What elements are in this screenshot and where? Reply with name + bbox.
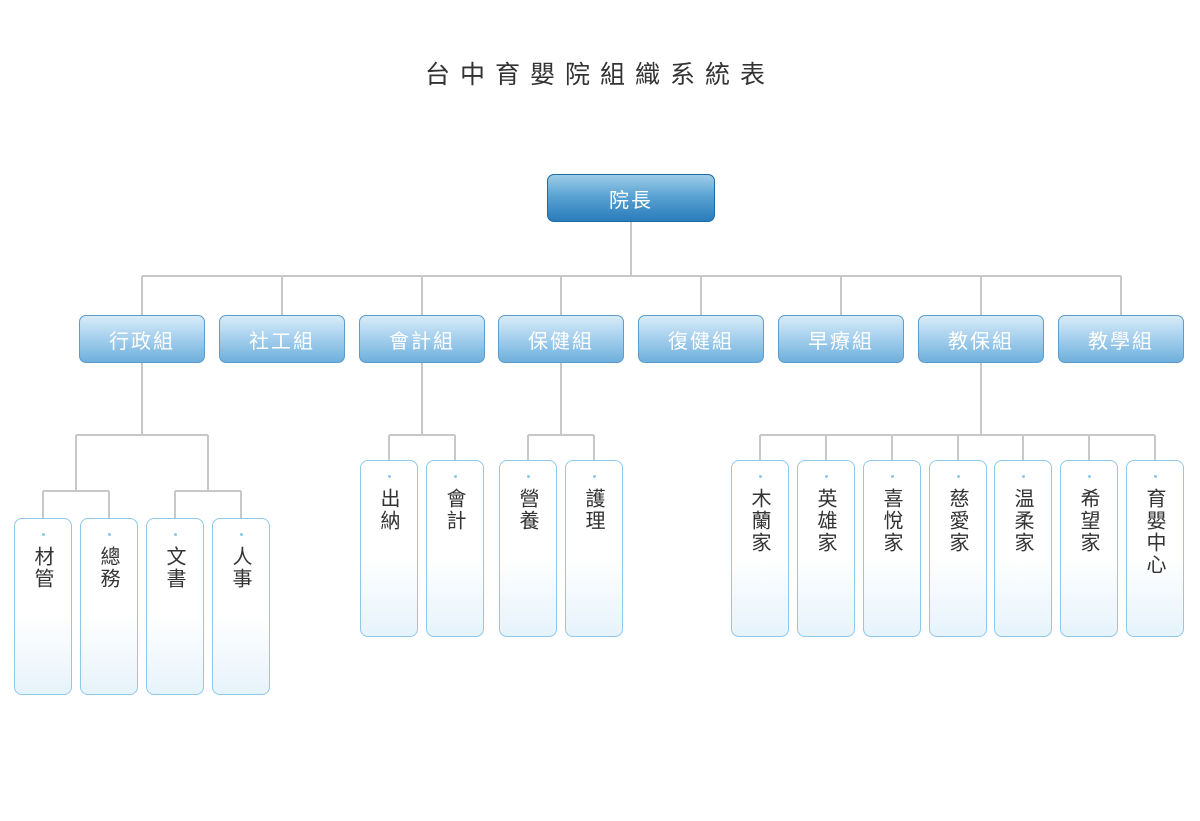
- dept-node-social-work: 社工組: [219, 315, 345, 363]
- dept-node-label: 教保組: [948, 328, 1014, 353]
- unit-label: 文書: [163, 546, 187, 590]
- unit-node: 營養: [499, 460, 557, 637]
- unit-node: 材管: [14, 518, 72, 695]
- dept-node-teaching: 教學組: [1058, 315, 1184, 363]
- unit-label: 人事: [229, 546, 253, 590]
- unit-label: 温柔家: [1011, 488, 1035, 554]
- unit-label: 希望家: [1077, 488, 1101, 554]
- unit-node: 出納: [360, 460, 418, 637]
- unit-label: 木蘭家: [748, 488, 772, 554]
- unit-dot: [758, 475, 762, 478]
- unit-dot: [890, 475, 894, 478]
- dept-node-admin: 行政組: [79, 315, 205, 363]
- unit-dot: [239, 533, 243, 536]
- unit-dot: [824, 475, 828, 478]
- dept-node-label: 行政組: [109, 328, 175, 353]
- chart-title: 台中育嬰院組織系統表: [424, 60, 775, 89]
- unit-label: 會計: [443, 488, 467, 532]
- dept-node-early-intervention: 早療組: [778, 315, 904, 363]
- dept-node-label: 社工組: [249, 328, 315, 353]
- dept-node-label: 早療組: [808, 328, 874, 353]
- unit-dot: [453, 475, 457, 478]
- unit-label: 營養: [516, 488, 540, 532]
- unit-label: 出納: [377, 488, 401, 532]
- unit-dot: [41, 533, 45, 536]
- unit-label: 育嬰中心: [1143, 488, 1167, 576]
- unit-node: 希望家: [1060, 460, 1118, 637]
- unit-label: 慈愛家: [946, 488, 970, 554]
- unit-label: 喜悅家: [880, 488, 904, 554]
- unit-dot: [956, 475, 960, 478]
- dept-node-label: 教學組: [1088, 328, 1154, 353]
- dept-node-childcare: 教保組: [918, 315, 1044, 363]
- root-node-label: 院長: [609, 187, 653, 212]
- dept-node-label: 會計組: [389, 328, 455, 353]
- unit-node: 總務: [80, 518, 138, 695]
- unit-label: 英雄家: [814, 488, 838, 554]
- dept-node-accounting: 會計組: [359, 315, 485, 363]
- unit-dot: [1153, 475, 1157, 478]
- unit-node: 育嬰中心: [1126, 460, 1184, 637]
- unit-label: 護理: [582, 488, 606, 532]
- unit-dot: [1087, 475, 1091, 478]
- unit-dot: [526, 475, 530, 478]
- unit-dot: [1021, 475, 1025, 478]
- unit-dot: [173, 533, 177, 536]
- unit-label: 材管: [31, 546, 55, 590]
- unit-dot: [592, 475, 596, 478]
- unit-node: 慈愛家: [929, 460, 987, 637]
- unit-dot: [387, 475, 391, 478]
- unit-node: 人事: [212, 518, 270, 695]
- unit-node: 温柔家: [994, 460, 1052, 637]
- unit-label: 總務: [97, 546, 121, 590]
- root-node-director: 院長: [547, 174, 715, 222]
- dept-node-label: 復健組: [668, 328, 734, 353]
- unit-node: 英雄家: [797, 460, 855, 637]
- unit-node: 護理: [565, 460, 623, 637]
- unit-node: 文書: [146, 518, 204, 695]
- dept-node-rehab: 復健組: [638, 315, 764, 363]
- unit-node: 會計: [426, 460, 484, 637]
- unit-node: 木蘭家: [731, 460, 789, 637]
- unit-dot: [107, 533, 111, 536]
- dept-node-label: 保健組: [528, 328, 594, 353]
- dept-node-health: 保健組: [498, 315, 624, 363]
- unit-node: 喜悅家: [863, 460, 921, 637]
